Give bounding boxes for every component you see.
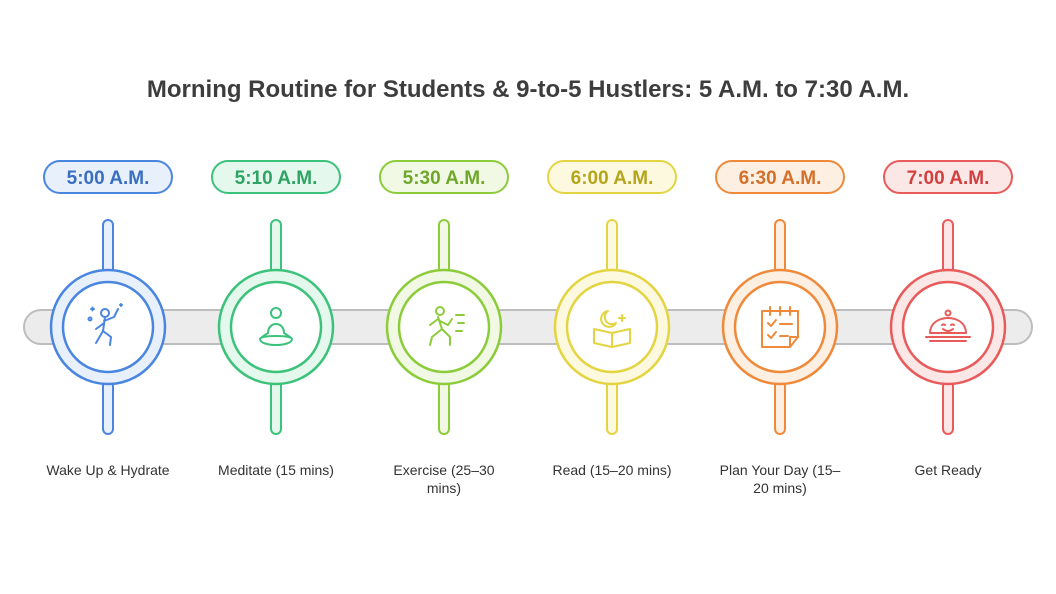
time-badge: 5:00 A.M. xyxy=(43,160,173,194)
step-node xyxy=(217,268,335,386)
time-badge: 5:10 A.M. xyxy=(211,160,341,194)
timeline-track xyxy=(23,309,1033,345)
step-label: Read (15–20 mins) xyxy=(552,462,672,478)
step-node xyxy=(385,268,503,386)
time-badge: 5:30 A.M. xyxy=(379,160,509,194)
step-node xyxy=(889,268,1007,386)
step-label: Get Ready xyxy=(914,462,982,478)
step-label: Exercise (25–30 mins) xyxy=(393,462,495,496)
step-node xyxy=(49,268,167,386)
read-icon xyxy=(593,310,631,348)
step-inner-circle xyxy=(733,280,827,374)
time-badge: 7:00 A.M. xyxy=(883,160,1013,194)
step-label: Wake Up & Hydrate xyxy=(46,462,170,478)
get-ready-icon xyxy=(925,309,971,342)
step-inner-circle xyxy=(901,280,995,374)
meditate-icon xyxy=(259,307,293,346)
step-node xyxy=(721,268,839,386)
step-label: Plan Your Day (15–20 mins) xyxy=(719,462,841,496)
time-badge: 6:00 A.M. xyxy=(547,160,677,194)
step-label: Meditate (15 mins) xyxy=(218,462,334,478)
diagram-title: Morning Routine for Students & 9-to-5 Hu… xyxy=(146,76,910,103)
step-inner-circle xyxy=(229,280,323,374)
exercise-icon xyxy=(429,306,465,346)
plan-icon xyxy=(761,306,799,348)
step-node xyxy=(553,268,671,386)
time-badge: 6:30 A.M. xyxy=(715,160,845,194)
wake-up-icon xyxy=(87,303,123,346)
step-inner-circle xyxy=(397,280,491,374)
step-inner-circle xyxy=(61,280,155,374)
